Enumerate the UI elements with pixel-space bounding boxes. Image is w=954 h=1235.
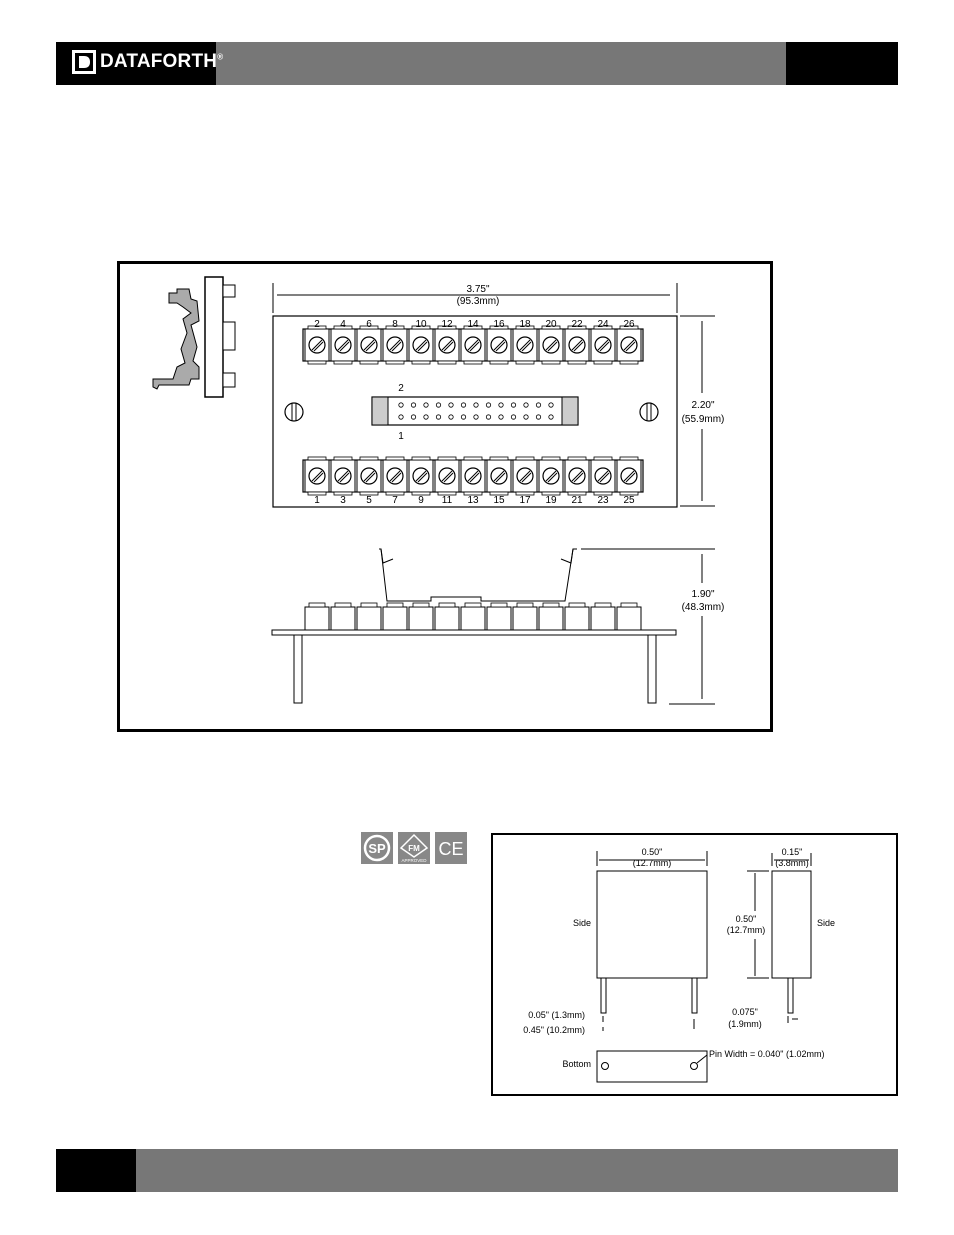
module-front-body: [597, 871, 707, 978]
pin-width-note: Pin Width = 0.040" (1.02mm): [709, 1049, 825, 1059]
height-dim-mm: (55.9mm): [682, 414, 725, 425]
top-terminal-14: 14: [461, 319, 485, 364]
side-height-dim-mm: (48.3mm): [682, 602, 725, 613]
top-terminal-label: 4: [340, 319, 346, 330]
module-width-mm: (12.7mm): [633, 858, 672, 868]
height-dim-in: 2.20": [691, 400, 714, 411]
top-terminal-26: 26: [617, 319, 641, 364]
top-terminal-label: 14: [467, 319, 479, 330]
module-depth-mm: (3.8mm): [775, 858, 809, 868]
top-terminal-10: 10: [409, 319, 433, 364]
svg-text:SP: SP: [368, 841, 386, 856]
bottom-terminal-label: 21: [571, 495, 583, 506]
side-height-dim-in: 1.90": [691, 589, 714, 600]
connector-pin-label-bottom: 1: [398, 431, 404, 442]
mounting-screw-right: [640, 403, 658, 421]
top-terminal-20: 20: [539, 319, 563, 364]
logo-wordmark: DATAFORTH®: [100, 51, 223, 73]
top-terminal-label: 2: [314, 319, 320, 330]
connector-pin-label-top: 2: [398, 383, 404, 394]
module-width-in: 0.50": [642, 847, 663, 857]
pin-offset-mm: (1.9mm): [728, 1019, 762, 1029]
bottom-terminal-label: 23: [597, 495, 609, 506]
side-label-left: Side: [573, 918, 591, 928]
bottom-terminal-label: 17: [519, 495, 531, 506]
footer-bar: [56, 1149, 898, 1192]
svg-text:CE: CE: [438, 839, 463, 859]
certification-icons: SP FM APPROVED CE: [361, 832, 467, 869]
footer-left-block: [56, 1149, 136, 1192]
top-terminal-label: 12: [441, 319, 453, 330]
bottom-terminal-label: 15: [493, 495, 505, 506]
bottom-terminal-label: 25: [623, 495, 635, 506]
bottom-terminal-label: 3: [340, 495, 346, 506]
module-height-mm: (12.7mm): [727, 925, 766, 935]
side-label-right: Side: [817, 918, 835, 928]
ribbon-connector: [372, 397, 578, 425]
top-terminal-4: 4: [331, 319, 355, 364]
top-terminal-label: 10: [415, 319, 427, 330]
module-side-body: [772, 871, 811, 978]
top-terminal-16: 16: [487, 319, 511, 364]
bottom-terminal-label: 11: [442, 495, 453, 506]
mounting-screw-left: [285, 403, 303, 421]
svg-text:FM: FM: [408, 844, 420, 853]
top-terminal-18: 18: [513, 319, 537, 364]
bottom-label: Bottom: [562, 1059, 591, 1069]
pin-dim-1: 0.05" (1.3mm): [528, 1010, 585, 1020]
top-terminal-6: 6: [357, 319, 381, 364]
top-terminal-label: 18: [519, 319, 531, 330]
pin-offset-in: 0.075": [732, 1007, 758, 1017]
top-terminal-label: 26: [623, 319, 635, 330]
width-dim-in: 3.75": [466, 284, 489, 295]
csa-icon: SP: [361, 832, 393, 864]
bottom-terminal-label: 19: [545, 495, 557, 506]
header-right-block: [786, 42, 898, 85]
top-terminal-22: 22: [565, 319, 589, 364]
top-terminal-8: 8: [383, 319, 407, 364]
top-terminal-label: 8: [392, 319, 398, 330]
top-terminal-label: 16: [493, 319, 505, 330]
top-terminal-label: 6: [366, 319, 372, 330]
bottom-terminal-label: 13: [467, 495, 479, 506]
fm-approved-icon: FM APPROVED: [398, 832, 430, 864]
top-terminal-12: 12: [435, 319, 459, 364]
bottom-terminal-label: 7: [392, 495, 398, 506]
ce-icon: CE: [435, 832, 467, 864]
bottom-terminal-label: 1: [314, 495, 320, 506]
pin-dim-2: 0.45" (10.2mm): [523, 1025, 585, 1035]
top-terminal-label: 24: [597, 319, 609, 330]
module-depth-in: 0.15": [782, 847, 803, 857]
svg-text:APPROVED: APPROVED: [401, 858, 427, 863]
top-terminal-2: 2: [305, 319, 329, 364]
top-terminal-24: 24: [591, 319, 615, 364]
bottom-terminal-label: 9: [418, 495, 424, 506]
module-height-in: 0.50": [736, 914, 757, 924]
width-dim-mm: (95.3mm): [457, 296, 500, 307]
top-terminal-label: 20: [545, 319, 557, 330]
bottom-terminal-label: 5: [366, 495, 372, 506]
logo-d-icon: [72, 50, 96, 79]
module-dimension-drawing: 0.50" (12.7mm) Side 0.05" (1.3mm) 0.45" …: [491, 833, 898, 1096]
top-terminal-label: 22: [571, 319, 583, 330]
